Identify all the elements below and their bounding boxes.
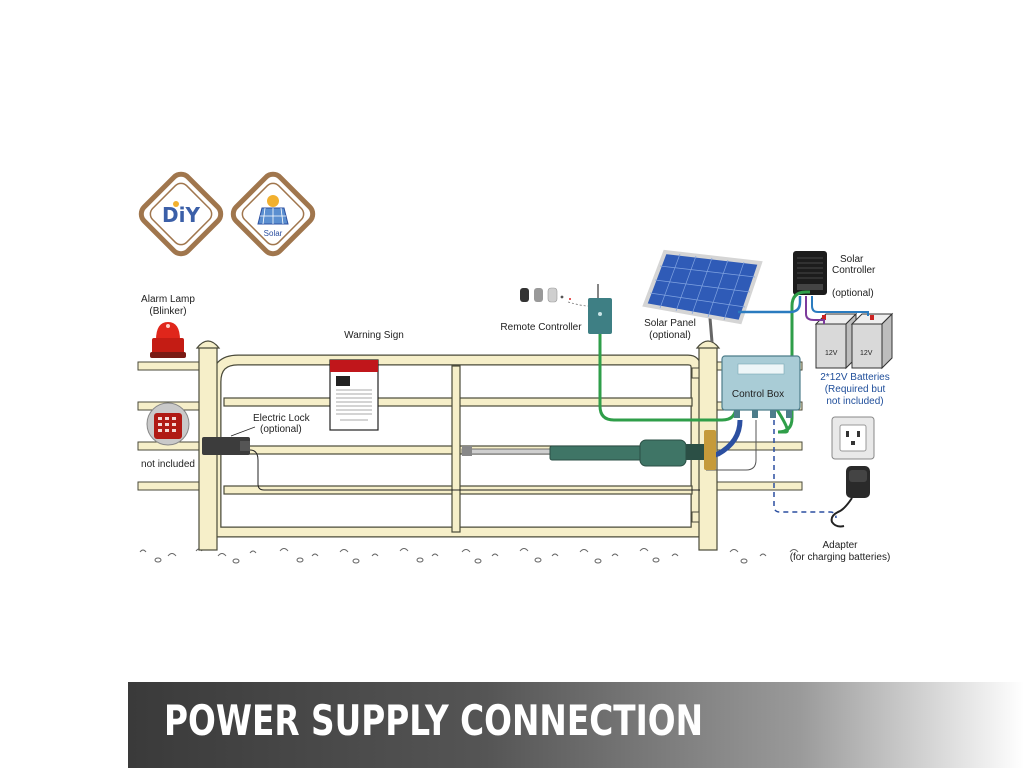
batteries-label: 2*12V Batteries (820, 372, 890, 383)
banner-title: POWER SUPPLY CONNECTION (164, 696, 704, 745)
solar-badge: Solar (230, 171, 316, 257)
solar-controller-label-2: Controller (832, 265, 876, 276)
warning-sign (329, 359, 379, 431)
adapter-sublabel: (for charging batteries) (790, 552, 891, 563)
diy-badge: DiY (138, 171, 224, 257)
remote-receiver (588, 284, 612, 334)
batteries-sublabel-2: not included) (826, 396, 883, 407)
keypad (146, 402, 190, 446)
sun-icon (267, 195, 279, 207)
remote-controller-label: Remote Controller (500, 322, 582, 333)
solar-controller-label-1: Solar (840, 254, 864, 265)
solar-panel-icon (257, 207, 289, 225)
solar-controller (793, 251, 827, 295)
adapter (830, 466, 870, 528)
ground (139, 548, 799, 564)
control-box (721, 355, 801, 418)
electric-lock-label: Electric Lock (253, 413, 311, 424)
alarm-lamp (150, 322, 186, 358)
electric-lock (202, 437, 250, 455)
wall-socket (831, 416, 875, 460)
gate-opener (461, 430, 716, 470)
control-box-label: Control Box (732, 389, 784, 400)
remote-keyfobs (520, 287, 571, 303)
solar-badge-text: Solar (264, 229, 283, 238)
solar-panel (642, 249, 763, 343)
title-banner: POWER SUPPLY CONNECTION (128, 682, 1024, 768)
lock-wire (249, 449, 700, 491)
warning-sign-label: Warning Sign (344, 330, 404, 341)
battery-2-label: 12V (860, 350, 873, 357)
solar-panel-sublabel: (optional) (649, 330, 691, 341)
battery-2: 12V (850, 312, 894, 370)
solar-controller-sublabel: (optional) (832, 288, 874, 299)
battery-1-label: 12V (825, 350, 838, 357)
hinges (691, 367, 700, 523)
adapter-label: Adapter (822, 540, 858, 551)
solar-panel-label: Solar Panel (644, 318, 696, 329)
not-included-label: not included (141, 459, 195, 470)
alarm-lamp-sublabel: (Blinker) (149, 306, 186, 317)
diy-badge-text: DiY (162, 203, 200, 227)
batteries-sublabel-1: (Required but (825, 384, 886, 395)
electric-lock-sublabel: (optional) (260, 424, 302, 435)
alarm-lamp-label: Alarm Lamp (141, 294, 195, 305)
battery-1: 12V (814, 312, 858, 370)
